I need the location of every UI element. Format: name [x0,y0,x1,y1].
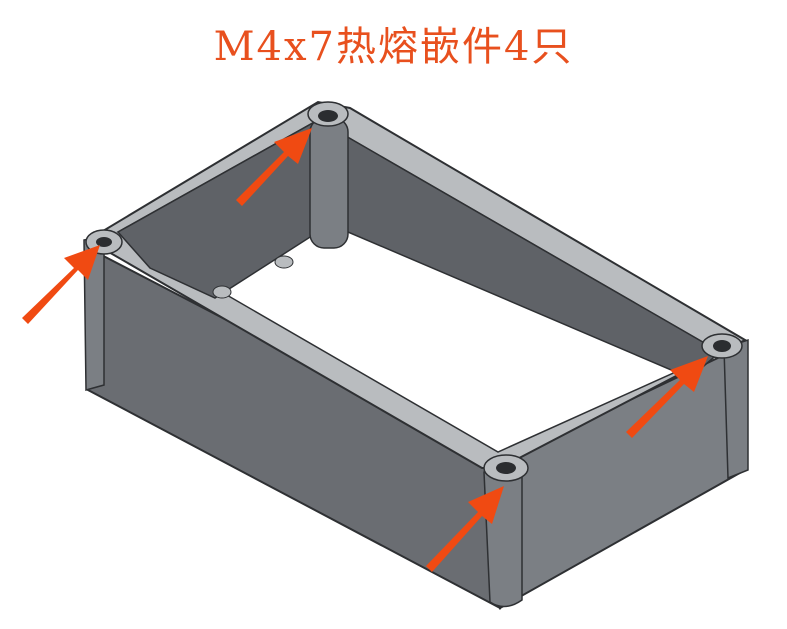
right-corner-bulge [723,338,749,480]
arrow-right-corner [626,356,708,438]
floor-post-right [274,255,294,269]
floor-post-left [212,285,232,299]
diagram-title: M4x7热熔嵌件4只 [213,24,574,70]
right-corner-boss [701,333,743,359]
front-corner-boss [483,454,529,482]
arrow-back-corner [236,128,312,206]
back-corner-column [309,117,349,249]
arrow-left-corner [22,245,100,324]
arrow-front-corner [426,486,504,572]
back-corner-boss [307,101,349,127]
